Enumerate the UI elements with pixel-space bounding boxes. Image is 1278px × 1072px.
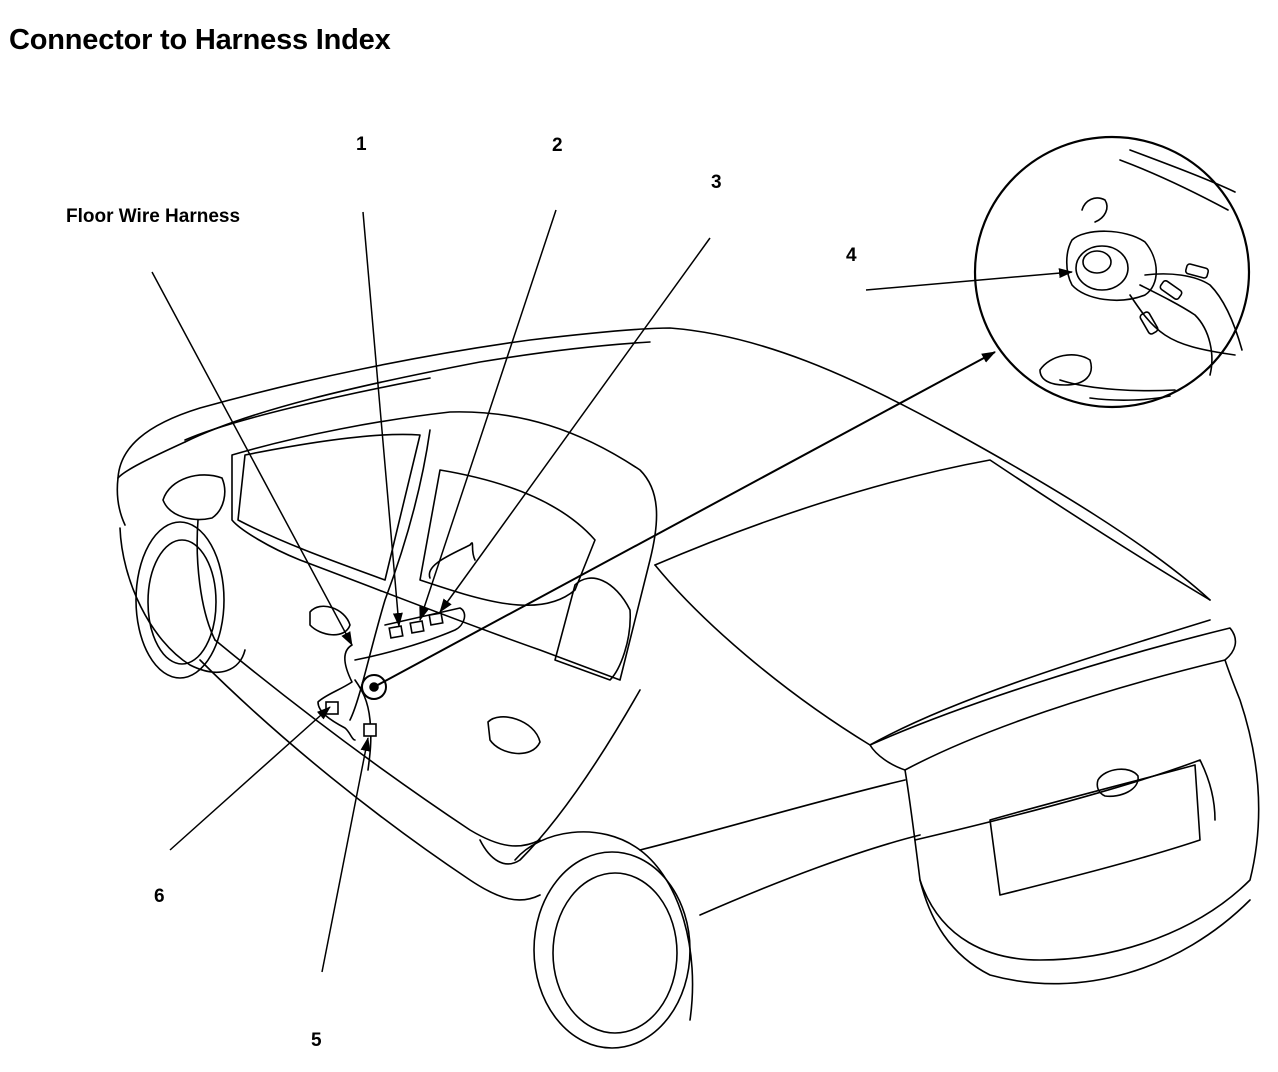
detail-ground-bolt-head bbox=[1075, 245, 1129, 291]
car-front-door-handle bbox=[310, 606, 350, 635]
page-title: Connector to Harness Index bbox=[9, 24, 391, 56]
detail-body-hole bbox=[1039, 354, 1092, 386]
leader-lines bbox=[151, 209, 1073, 973]
floor-wire-harness-run bbox=[318, 645, 355, 740]
callout-label-2: 2 bbox=[552, 135, 563, 156]
detail-wire-3 bbox=[1129, 294, 1236, 356]
car-door-lower-edge bbox=[215, 640, 540, 846]
car-rear-door-window bbox=[420, 470, 595, 605]
car-side-window-frame bbox=[232, 412, 657, 680]
ground-detail-inset bbox=[973, 135, 1251, 409]
leader-line-6 bbox=[169, 706, 331, 851]
car-door-seam-front bbox=[197, 520, 215, 640]
car-hood-front bbox=[117, 478, 125, 525]
car-door-seam-middle bbox=[350, 430, 430, 720]
floor-wire-harness-path bbox=[429, 543, 475, 578]
car-quarter-panel-line bbox=[640, 780, 905, 850]
detail-wire-terminal-3 bbox=[1139, 311, 1159, 335]
detail-ground-stud-base bbox=[1065, 230, 1157, 301]
car-quarter-window bbox=[555, 578, 630, 680]
detail-body-panel-line bbox=[1119, 159, 1229, 211]
car-front-wheel bbox=[136, 522, 224, 678]
connector-2 bbox=[409, 620, 425, 634]
detail-body-panel-line-2 bbox=[1129, 149, 1236, 193]
callout-label-6: 6 bbox=[154, 886, 165, 907]
car-side-sill bbox=[200, 660, 540, 900]
detail-ground-bracket bbox=[1081, 197, 1108, 223]
callout-label-1: 1 bbox=[356, 134, 367, 155]
detail-wire-terminal-2 bbox=[1159, 279, 1183, 301]
detail-body-edge bbox=[1059, 379, 1176, 392]
leader-line-4 bbox=[865, 268, 1073, 291]
connector-1 bbox=[388, 625, 404, 639]
harness-connectors bbox=[325, 612, 444, 737]
connector-5 bbox=[363, 723, 377, 737]
callout-label-5: 5 bbox=[311, 1030, 322, 1051]
car-side-mirror bbox=[163, 475, 225, 519]
car-illustration bbox=[117, 328, 1258, 1048]
floor-wire-harness-run-lower bbox=[355, 680, 371, 770]
car-rear-spoiler bbox=[870, 628, 1235, 770]
leader-line-2 bbox=[419, 209, 557, 621]
car-front-door-window bbox=[238, 434, 420, 580]
leader-line-1 bbox=[362, 211, 403, 627]
leader-line-3 bbox=[439, 237, 711, 613]
car-rear-wheel bbox=[534, 852, 690, 1048]
car-windshield-top bbox=[185, 342, 650, 442]
car-front-wheel-arch bbox=[120, 528, 245, 672]
car-windshield-line bbox=[185, 378, 430, 440]
leader-line-harness bbox=[151, 271, 353, 646]
floor-wire-harness-label: Floor Wire Harness bbox=[66, 206, 240, 227]
callout-label-4: 4 bbox=[846, 245, 857, 266]
detail-inset-border bbox=[973, 135, 1251, 409]
detail-body-edge-2 bbox=[1089, 395, 1171, 401]
callout-label-3: 3 bbox=[711, 172, 722, 193]
car-roof-outline bbox=[118, 328, 1210, 600]
car-license-plate-area bbox=[990, 765, 1200, 895]
car-rear-emblem bbox=[1097, 769, 1138, 796]
car-door-seam-rear bbox=[480, 690, 640, 864]
connector-3 bbox=[428, 612, 444, 626]
detail-ground-bolt-top bbox=[1082, 250, 1112, 274]
car-rear-bumper bbox=[920, 880, 1250, 984]
detail-wire-1 bbox=[1144, 273, 1243, 351]
detail-wire-terminal-1 bbox=[1184, 263, 1210, 279]
detail-wire-2 bbox=[1139, 284, 1213, 376]
leader-line-5 bbox=[321, 737, 371, 973]
car-a-pillar bbox=[118, 442, 185, 478]
floor-wire-harness-bracket bbox=[355, 608, 465, 660]
car-rear-deck bbox=[655, 460, 1210, 600]
leader-line-ground-to-detail bbox=[373, 351, 996, 688]
car-body-crease bbox=[700, 835, 920, 915]
car-rear-wheel-rim bbox=[553, 873, 677, 1033]
labels: Floor Wire Harness 1 2 3 4 5 6 bbox=[66, 134, 857, 1051]
car-rear-door-handle bbox=[488, 717, 540, 754]
car-front-wheel-rim bbox=[148, 540, 216, 664]
